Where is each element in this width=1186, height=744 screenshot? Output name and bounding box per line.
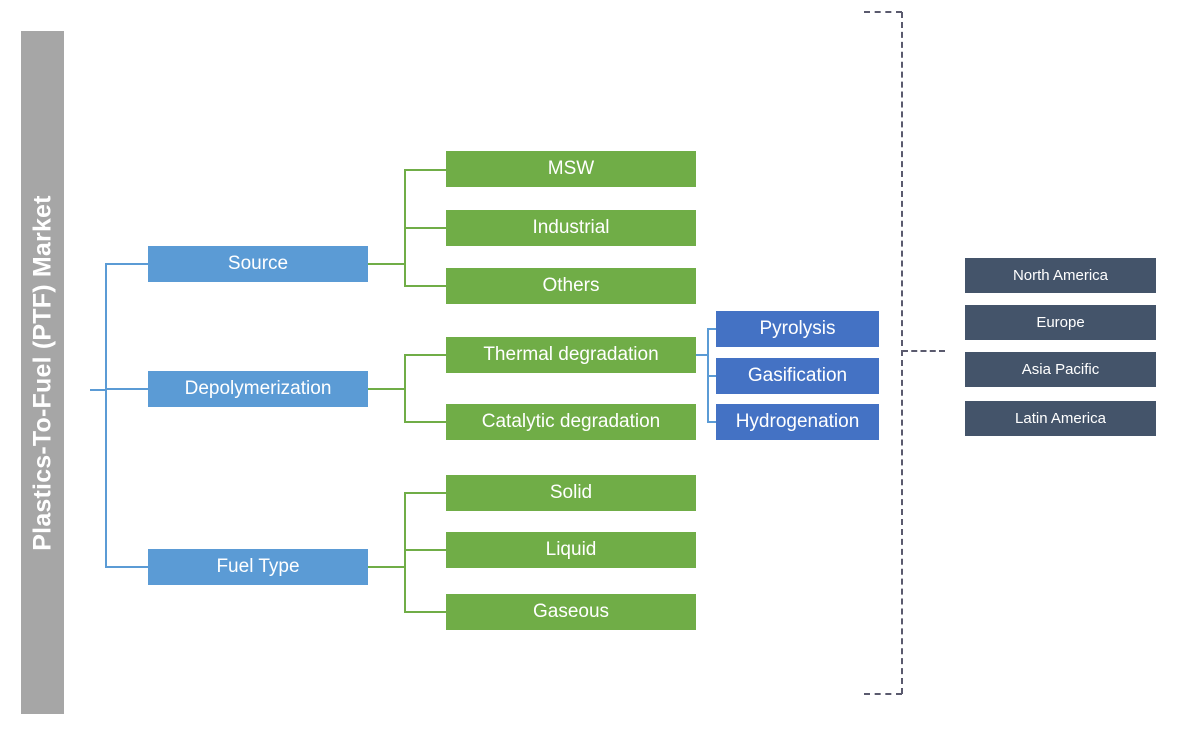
node-label: Fuel Type — [216, 556, 300, 578]
connector-source-stub — [368, 263, 406, 265]
connector-level1-fueltype — [105, 566, 149, 568]
node-label: Solid — [549, 482, 593, 504]
node-label: Gaseous — [532, 601, 610, 623]
connector-thermal-gasification — [707, 375, 718, 377]
connector-depoly-stub — [368, 388, 406, 390]
node-label: Source — [227, 253, 289, 275]
node-region-europe[interactable]: Europe — [965, 305, 1156, 340]
node-label: Catalytic degradation — [481, 411, 661, 433]
node-label: Gasification — [747, 365, 848, 387]
node-label: Europe — [1036, 313, 1085, 331]
bracket-bottom-line — [864, 693, 902, 695]
connector-level1-source — [105, 263, 149, 265]
node-label: Depolymerization — [184, 378, 332, 400]
node-liquid[interactable]: Liquid — [446, 532, 696, 568]
node-label: Asia Pacific — [1021, 360, 1100, 378]
connector-level1-trunk — [105, 263, 107, 568]
node-label: Pyrolysis — [759, 318, 836, 340]
connector-depoly-trunk — [404, 354, 406, 422]
node-label: North America — [1012, 266, 1109, 284]
node-hydrogenation[interactable]: Hydrogenation — [716, 404, 879, 440]
connector-fueltype-gaseous — [404, 611, 446, 613]
node-fuel-type[interactable]: Fuel Type — [148, 549, 368, 585]
connector-root-stub — [90, 389, 106, 391]
connector-source-others — [404, 285, 446, 287]
connector-depoly-catalytic — [404, 421, 446, 423]
node-industrial[interactable]: Industrial — [446, 210, 696, 246]
node-label: Thermal degradation — [483, 344, 659, 366]
connector-source-industrial — [404, 227, 446, 229]
bracket-vertical-line — [901, 12, 903, 694]
node-gasification[interactable]: Gasification — [716, 358, 879, 394]
connector-fueltype-stub — [368, 566, 406, 568]
connector-fueltype-solid — [404, 492, 446, 494]
connector-fueltype-liquid — [404, 549, 446, 551]
bracket-top-line — [864, 11, 902, 13]
node-label: MSW — [547, 158, 595, 180]
node-label: Liquid — [545, 539, 597, 561]
node-region-north-america[interactable]: North America — [965, 258, 1156, 293]
page-title: Plastics-To-Fuel (PTF) Market — [28, 194, 56, 551]
market-title-bar: Plastics-To-Fuel (PTF) Market — [21, 31, 64, 714]
node-gaseous[interactable]: Gaseous — [446, 594, 696, 630]
node-region-latin-america[interactable]: Latin America — [965, 401, 1156, 436]
connector-fueltype-trunk — [404, 492, 406, 612]
node-depolymerization[interactable]: Depolymerization — [148, 371, 368, 407]
connector-thermal-pyrolysis — [707, 328, 718, 330]
node-msw[interactable]: MSW — [446, 151, 696, 187]
connector-level1-depolymerization — [105, 388, 149, 390]
node-label: Latin America — [1015, 409, 1106, 427]
node-label: Others — [542, 275, 600, 297]
connector-source-msw — [404, 169, 446, 171]
bracket-region-pointer — [902, 350, 945, 352]
node-catalytic-degradation[interactable]: Catalytic degradation — [446, 404, 696, 440]
node-solid[interactable]: Solid — [446, 475, 696, 511]
node-thermal-degradation[interactable]: Thermal degradation — [446, 337, 696, 373]
node-pyrolysis[interactable]: Pyrolysis — [716, 311, 879, 347]
node-region-asia-pacific[interactable]: Asia Pacific — [965, 352, 1156, 387]
connector-depoly-thermal — [404, 354, 446, 356]
connector-thermal-stub — [696, 354, 709, 356]
node-label: Hydrogenation — [735, 411, 860, 433]
node-others[interactable]: Others — [446, 268, 696, 304]
node-source[interactable]: Source — [148, 246, 368, 282]
node-label: Industrial — [532, 217, 610, 239]
connector-thermal-hydrogenation — [707, 421, 718, 423]
